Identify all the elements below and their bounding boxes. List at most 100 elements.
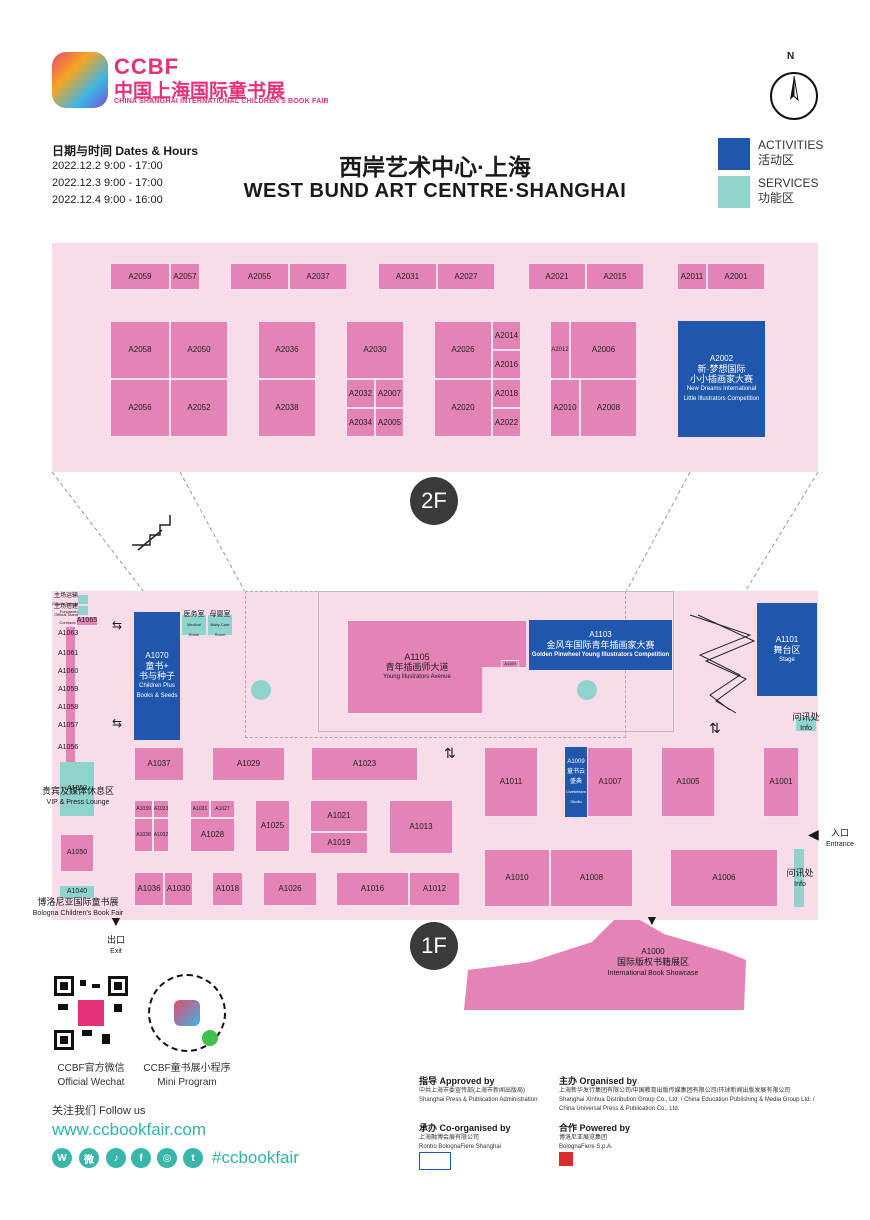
- booth-a1109[interactable]: A1109: [501, 660, 519, 668]
- booth-a1006[interactable]: A1006: [670, 849, 778, 907]
- booth-a1058[interactable]: A1058: [58, 704, 79, 711]
- booth-a2052[interactable]: A2052: [170, 379, 228, 437]
- booth-a1063[interactable]: A1063: [58, 630, 79, 637]
- booth-a2020[interactable]: A2020: [434, 379, 492, 437]
- booth-a2027[interactable]: A2027: [437, 263, 495, 290]
- booth-a1065[interactable]: A1065: [76, 616, 98, 626]
- booth-a1030[interactable]: A1030: [164, 872, 193, 906]
- activity-a2002[interactable]: A2002 新·梦想国际 小小插画家大赛 New Dreams Internat…: [678, 321, 765, 437]
- twitter-icon[interactable]: t: [183, 1148, 203, 1168]
- booth-a1016[interactable]: A1016: [336, 872, 409, 906]
- booth-a1032[interactable]: A1032: [153, 818, 169, 852]
- booth-a1057[interactable]: A1057: [58, 722, 79, 729]
- booth-a1012[interactable]: A1012: [409, 872, 460, 906]
- booth-a1061[interactable]: A1061: [58, 650, 79, 657]
- facebook-icon[interactable]: f: [131, 1148, 151, 1168]
- booth-a2015[interactable]: A2015: [586, 263, 644, 290]
- booth-a1050[interactable]: A1050: [60, 834, 94, 872]
- booth-a2016[interactable]: A2016: [492, 350, 521, 379]
- booth-a2037[interactable]: A2037: [289, 263, 347, 290]
- booth-a1018[interactable]: A1018: [212, 872, 243, 906]
- wechat-label: CCBF官方微信 Official Wechat: [40, 1062, 142, 1090]
- booth-a2036[interactable]: A2036: [258, 321, 316, 379]
- booth-a2007[interactable]: A2007: [375, 379, 404, 408]
- booth-a2030[interactable]: A2030: [346, 321, 404, 379]
- booth-a1037[interactable]: A1037: [134, 747, 184, 781]
- booth-a1025[interactable]: A1025: [255, 800, 290, 852]
- desk-contractor-box[interactable]: [78, 606, 88, 615]
- booth-a1039[interactable]: A1039: [134, 800, 153, 818]
- medical-room[interactable]: 医务室 Medical Room: [182, 611, 206, 637]
- booth-a2055[interactable]: A2055: [230, 263, 289, 290]
- info2-cn: 问讯处: [786, 868, 814, 878]
- booth-a2010[interactable]: A2010: [550, 379, 580, 437]
- booth-a1011[interactable]: A1011: [484, 747, 538, 817]
- booth-a2022[interactable]: A2022: [492, 408, 521, 437]
- a1070-en2: Books & Seeds: [136, 693, 178, 699]
- booth-a1026[interactable]: A1026: [263, 872, 317, 906]
- booth-a2058[interactable]: A2058: [110, 321, 170, 379]
- tiktok-icon[interactable]: ♪: [106, 1148, 126, 1168]
- booth-a2011[interactable]: A2011: [677, 263, 707, 290]
- exit-arrow-icon: ▼: [109, 913, 123, 929]
- booth-a2021[interactable]: A2021: [528, 263, 586, 290]
- booth-a1021[interactable]: A1021: [310, 800, 368, 832]
- booth-a2056[interactable]: A2056: [110, 379, 170, 437]
- instagram-icon[interactable]: ◎: [157, 1148, 177, 1168]
- booth-a1019[interactable]: A1019: [310, 832, 368, 854]
- booth-a2059[interactable]: A2059: [110, 263, 170, 290]
- booth-a2026[interactable]: A2026: [434, 321, 492, 379]
- booth-a2014[interactable]: A2014: [492, 321, 521, 350]
- booth-a1060[interactable]: A1060: [58, 668, 79, 675]
- booth-a1007[interactable]: A1007: [587, 747, 633, 817]
- activity-a1070[interactable]: A1070 童书+ 书与种子 Children Plus Books & See…: [134, 612, 180, 740]
- booth-a1056[interactable]: A1056: [58, 744, 79, 751]
- booth-a2031[interactable]: A2031: [378, 263, 437, 290]
- booth-a2038[interactable]: A2038: [258, 379, 316, 437]
- booth-a1059[interactable]: A1059: [58, 686, 79, 693]
- info-desk-1-box[interactable]: [796, 717, 816, 731]
- booth-a1023[interactable]: A1023: [311, 747, 418, 781]
- activity-a1103[interactable]: A1103 金风车国际青年插画家大赛 Golden Pinwheel Young…: [529, 620, 672, 670]
- booth-a1008[interactable]: A1008: [550, 849, 633, 907]
- booth-a2018[interactable]: A2018: [492, 379, 521, 408]
- booth-a2006[interactable]: A2006: [570, 321, 637, 379]
- hours-title: 日期与时间 Dates & Hours: [52, 144, 199, 158]
- weibo-icon[interactable]: 微: [79, 1148, 99, 1168]
- entrance-cn: 入口: [830, 828, 849, 838]
- activity-a1101-stage[interactable]: A1101 舞台区 Stage: [757, 603, 817, 696]
- info-desk-2-box[interactable]: [794, 849, 804, 907]
- booth-a1005[interactable]: A1005: [661, 747, 715, 817]
- booth-a2012[interactable]: A2012: [550, 321, 570, 379]
- logo-title-cn: 中国上海国际童书展: [114, 81, 286, 102]
- a1000-label[interactable]: A1000 国际版权书籍展区 International Book Showca…: [560, 946, 746, 979]
- activity-a1009[interactable]: A1009 童书云 盛典 Livestream Studio: [565, 747, 587, 817]
- booth-a2057[interactable]: A2057: [170, 263, 200, 290]
- booth-a1028[interactable]: A1028: [190, 818, 235, 852]
- booth-a1013[interactable]: A1013: [389, 800, 453, 854]
- booth-a1027[interactable]: A1027: [210, 800, 235, 818]
- booth-a1040[interactable]: A1040: [60, 886, 94, 898]
- a1053-cn: 贵宾及媒体休息区: [41, 786, 114, 796]
- booth-a1033[interactable]: A1033: [153, 800, 169, 818]
- booth-a1029[interactable]: A1029: [212, 747, 285, 781]
- desk-freight-box[interactable]: [78, 595, 88, 604]
- booth-a2001[interactable]: A2001: [707, 263, 765, 290]
- a2002-en2: Little Illustrators Competition: [683, 396, 760, 402]
- booth-a1001[interactable]: A1001: [763, 747, 799, 817]
- baby-care-room[interactable]: 母婴室 Baby Care Room: [208, 611, 232, 637]
- a1053-vip-lounge[interactable]: A1053: [60, 762, 94, 816]
- booth-a2005[interactable]: A2005: [375, 408, 404, 437]
- wechat-icon[interactable]: W: [52, 1148, 72, 1168]
- booth-a2050[interactable]: A2050: [170, 321, 228, 379]
- booth-a1010[interactable]: A1010: [484, 849, 550, 907]
- bologna-label: 博洛尼亚国际童书展 Bologna Children's Book Fair: [30, 897, 126, 919]
- booth-a2034[interactable]: A2034: [346, 408, 375, 437]
- booth-a1036[interactable]: A1036: [134, 872, 164, 906]
- booth-a1031[interactable]: A1031: [190, 800, 210, 818]
- booth-a2008[interactable]: A2008: [580, 379, 637, 437]
- bologna-cn: 博洛尼亚国际童书展: [37, 897, 119, 907]
- website-link[interactable]: www.ccbookfair.com: [52, 1120, 206, 1139]
- booth-a1038[interactable]: A1038: [134, 818, 153, 852]
- booth-a2032[interactable]: A2032: [346, 379, 375, 408]
